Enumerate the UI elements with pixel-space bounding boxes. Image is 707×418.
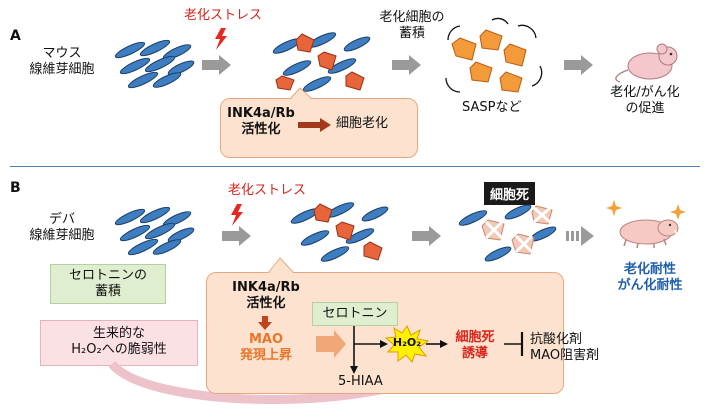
senescent-cell-cluster-sasp <box>445 17 543 93</box>
panel-a-accumulation: 老化細胞の 蓄積 <box>379 10 445 41</box>
lightning-icon-b <box>231 204 243 226</box>
panel-a-label: A <box>10 28 21 44</box>
arrow-a1 <box>202 55 231 75</box>
callout-b-pathway: INK4a/Rb 活性化 <box>232 280 300 311</box>
mao-upregulation: MAO 発現上昇 <box>239 332 292 363</box>
callout-a-result: 細胞老化 <box>336 116 389 131</box>
mixed-cell-cluster-a2 <box>272 32 371 92</box>
panel-a-stress-label: 老化ストレス <box>183 8 262 23</box>
serotonin-accumulation-box: セロトニンの 蓄積 <box>50 264 166 304</box>
h2o2-burst-icon <box>384 324 430 363</box>
mixed-cell-cluster-b2 <box>290 202 389 262</box>
callout-a-pointer <box>289 87 313 100</box>
panel-a-cell-type: マウス 線維芽細胞 <box>29 46 95 77</box>
inhibitors-label: 抗酸化剤 MAO阻害剤 <box>530 332 600 363</box>
arrow-a3 <box>564 55 593 75</box>
callout-b-pointer <box>267 257 295 274</box>
fibroblast-cluster-a1 <box>114 39 195 89</box>
arrow-b1 <box>222 226 251 246</box>
dashed-arrow-b3 <box>566 226 594 246</box>
sasp-label: SASPなど <box>462 100 522 115</box>
h2o2-label: H₂O₂ <box>392 336 422 349</box>
h2o2-vulnerability-box: 生来的な H₂O₂への脆弱性 <box>40 320 198 366</box>
callout-b-down-arrow <box>258 316 272 330</box>
panel-a-outcome: 老化/がん化 の促進 <box>610 85 680 116</box>
naked-mole-rat-icon <box>606 200 686 249</box>
callout-a-arrow <box>298 118 331 132</box>
panel-b-cell-type: デバ 線維芽細胞 <box>29 212 95 243</box>
panel-b-label: B <box>10 180 21 196</box>
serotonin-box: セロトニン <box>312 302 398 326</box>
callout-a-pathway: INK4a/Rb 活性化 <box>227 106 295 137</box>
cell-death-label: 細胞死 <box>484 182 536 205</box>
arrow-b2 <box>412 226 441 246</box>
panel-b-outcome: 老化耐性 がん化耐性 <box>617 262 683 293</box>
lightning-icon <box>215 28 227 50</box>
dying-cell-cluster <box>458 204 557 262</box>
fibroblast-cluster-b1 <box>114 206 195 256</box>
arrow-a2 <box>392 55 421 75</box>
5-hiaa-label: 5-HIAA <box>338 374 383 389</box>
mouse-icon <box>615 43 678 83</box>
panel-b-stress-label: 老化ストレス <box>227 183 306 198</box>
cell-death-induction: 細胞死 誘導 <box>455 330 495 361</box>
section-divider <box>10 166 700 167</box>
panel-b-callout <box>206 272 564 394</box>
